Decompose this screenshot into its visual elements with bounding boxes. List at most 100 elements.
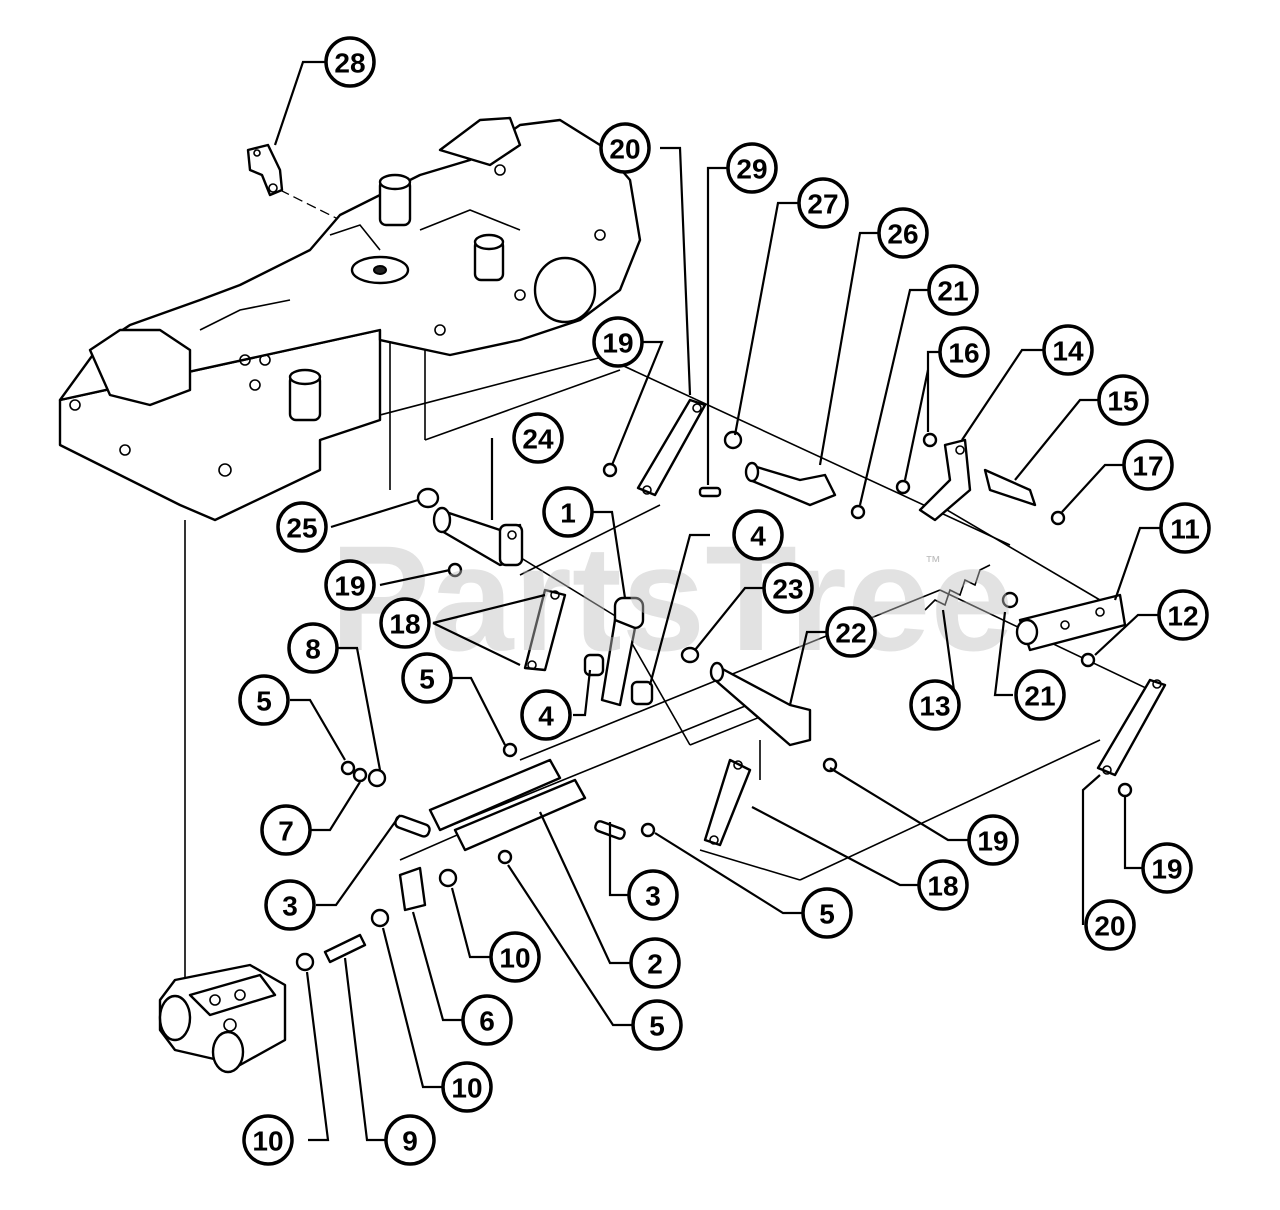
callout-label: 26 <box>887 219 918 250</box>
callout-21: 21 <box>1014 669 1066 721</box>
callout-circle <box>520 689 572 741</box>
callout-label: 29 <box>736 154 767 185</box>
callout-label: 1 <box>560 498 576 529</box>
callout-25: 25 <box>276 501 328 553</box>
callout-circle <box>401 652 453 704</box>
callout-circle <box>1014 669 1066 721</box>
callout-19: 19 <box>592 316 644 368</box>
callout-label: 28 <box>334 48 365 79</box>
callout-4: 4 <box>732 509 784 561</box>
callout-13: 13 <box>909 679 961 731</box>
callout-21: 21 <box>927 264 979 316</box>
callout-label: 9 <box>402 1126 418 1157</box>
callout-6: 6 <box>461 994 513 1046</box>
callout-10: 10 <box>242 1114 294 1166</box>
callout-5: 5 <box>401 652 453 704</box>
callout-1: 1 <box>542 486 594 538</box>
callout-label: 18 <box>927 871 958 902</box>
callout-label: 4 <box>750 521 766 552</box>
callout-10: 10 <box>489 931 541 983</box>
callout-18: 18 <box>379 597 431 649</box>
callout-circle <box>384 1114 436 1166</box>
callout-11: 11 <box>1159 502 1211 554</box>
callout-circle <box>1141 842 1193 894</box>
callout-label: 22 <box>835 618 866 649</box>
hydraulic-housing <box>58 116 642 522</box>
callout-circle <box>1042 324 1094 376</box>
callout-5: 5 <box>238 674 290 726</box>
callout-23: 23 <box>762 562 814 614</box>
callout-label: 21 <box>1024 681 1055 712</box>
callout-circle <box>917 859 969 911</box>
callout-circle <box>324 559 376 611</box>
callout-label: 19 <box>334 571 365 602</box>
callout-circle <box>909 679 961 731</box>
callout-circle <box>1157 589 1209 641</box>
callout-9: 9 <box>384 1114 436 1166</box>
callout-circle <box>379 597 431 649</box>
callout-label: 12 <box>1167 601 1198 632</box>
callout-22: 22 <box>825 606 877 658</box>
callout-circle <box>629 937 681 989</box>
callout-label: 5 <box>649 1011 665 1042</box>
callout-label: 4 <box>538 701 554 732</box>
callout-label: 20 <box>1094 911 1125 942</box>
callout-18: 18 <box>917 859 969 911</box>
callout-16: 16 <box>938 326 990 378</box>
callout-20: 20 <box>1084 899 1136 951</box>
callout-3: 3 <box>627 869 679 921</box>
callout-circle <box>441 1061 493 1113</box>
callout-circle <box>542 486 594 538</box>
callout-label: 21 <box>937 276 968 307</box>
callout-label: 8 <box>305 634 321 665</box>
callout-20: 20 <box>599 122 651 174</box>
callout-label: 5 <box>256 686 272 717</box>
callout-label: 24 <box>522 424 554 455</box>
callout-label: 15 <box>1107 386 1138 417</box>
callout-label: 19 <box>602 328 633 359</box>
callout-24: 24 <box>512 412 564 464</box>
callout-27: 27 <box>797 177 849 229</box>
callout-label: 5 <box>819 899 835 930</box>
callout-circle <box>1122 439 1174 491</box>
callout-label: 14 <box>1052 336 1084 367</box>
callout-circle <box>324 36 376 88</box>
leader-lines <box>273 60 1160 1142</box>
callout-circle <box>726 142 778 194</box>
callout-label: 18 <box>389 609 420 640</box>
callout-10: 10 <box>441 1061 493 1113</box>
valve-body <box>158 963 287 1074</box>
watermark-trademark: ™ <box>925 554 941 571</box>
callout-label: 20 <box>609 134 640 165</box>
callout-circle <box>627 869 679 921</box>
callout-label: 7 <box>278 816 294 847</box>
callout-label: 27 <box>807 189 838 220</box>
callout-19: 19 <box>324 559 376 611</box>
callout-label: 13 <box>919 691 950 722</box>
callout-circle <box>512 412 564 464</box>
callout-12: 12 <box>1157 589 1209 641</box>
callout-label: 25 <box>286 513 317 544</box>
callout-circle <box>238 674 290 726</box>
callout-circle <box>592 316 644 368</box>
callout-15: 15 <box>1097 374 1149 426</box>
callout-circle <box>287 622 339 674</box>
callout-circle <box>927 264 979 316</box>
callout-5: 5 <box>631 999 683 1051</box>
callout-circle <box>825 606 877 658</box>
callout-circle <box>242 1114 294 1166</box>
callout-label: 10 <box>499 943 530 974</box>
callout-circle <box>489 931 541 983</box>
callout-circle <box>938 326 990 378</box>
callout-3: 3 <box>264 879 316 931</box>
callout-label: 5 <box>419 664 435 695</box>
callout-label: 16 <box>948 338 979 369</box>
callout-5: 5 <box>801 887 853 939</box>
small-parts <box>246 143 1167 972</box>
callout-circle <box>1097 374 1149 426</box>
callout-2: 2 <box>629 937 681 989</box>
callout-circle <box>461 994 513 1046</box>
callout-label: 3 <box>645 881 661 912</box>
callout-29: 29 <box>726 142 778 194</box>
